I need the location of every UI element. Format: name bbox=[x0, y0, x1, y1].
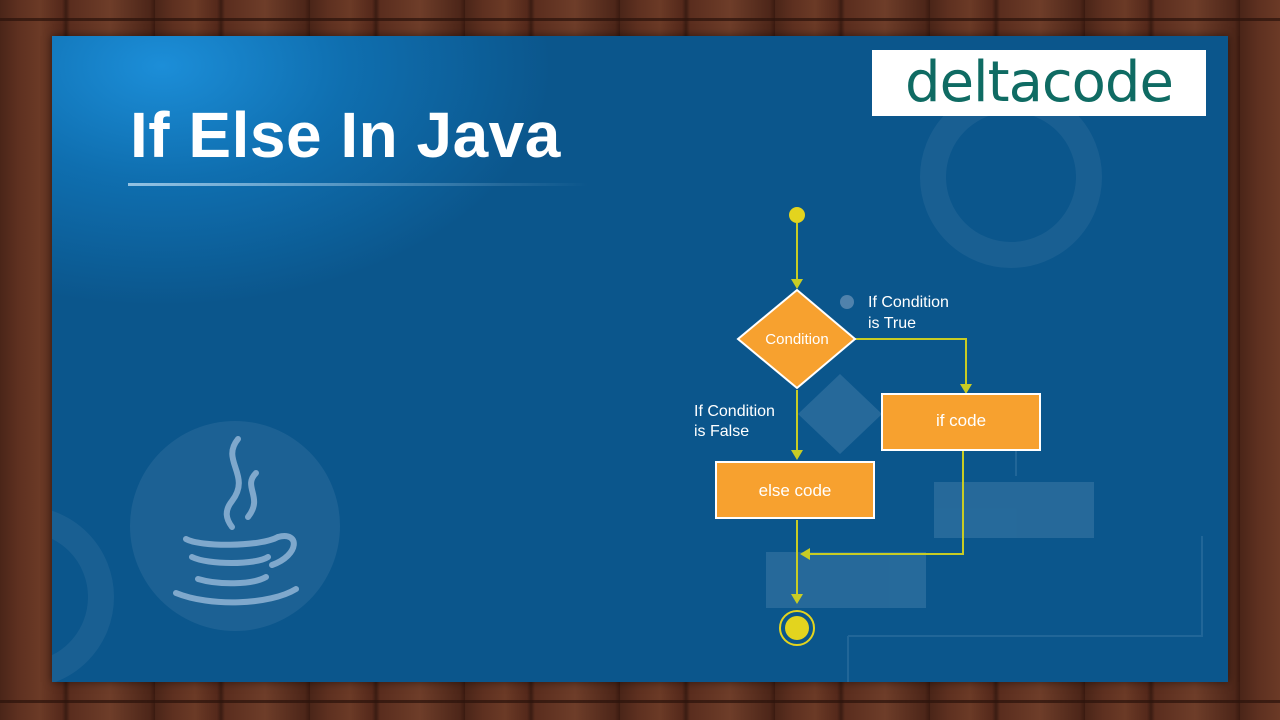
logo-text: deltacode bbox=[905, 50, 1174, 115]
true-branch-label-line1: If Condition bbox=[868, 294, 949, 311]
false-branch-label-line2: is False bbox=[694, 423, 749, 440]
decision-label: Condition bbox=[765, 331, 828, 348]
else-code-label: else code bbox=[759, 481, 832, 500]
wood-seam-top bbox=[0, 18, 1280, 21]
if-code-box bbox=[881, 393, 1041, 451]
arrowheads bbox=[791, 279, 972, 604]
flowchart: Condition If Condition is True If Condit… bbox=[694, 207, 1203, 682]
end-node-ring bbox=[779, 610, 815, 646]
true-branch-dot bbox=[840, 295, 854, 309]
start-node bbox=[789, 207, 805, 223]
slide: If Else In Java deltacode bbox=[52, 36, 1228, 682]
else-code-box bbox=[715, 461, 875, 519]
wood-seam-bottom bbox=[0, 700, 1280, 703]
title-underline bbox=[128, 183, 588, 186]
connector-lines bbox=[796, 223, 967, 598]
end-node bbox=[785, 616, 809, 640]
page-title: If Else In Java bbox=[130, 99, 561, 171]
logo: deltacode bbox=[872, 50, 1206, 116]
if-code-label: if code bbox=[936, 411, 986, 430]
decision-diamond bbox=[736, 288, 857, 390]
true-branch-label-line2: is True bbox=[868, 315, 916, 332]
false-branch-label-line1: If Condition bbox=[694, 403, 775, 420]
flowchart-shadow-echo bbox=[766, 374, 1094, 608]
java-coffee-cup-icon bbox=[173, 436, 299, 606]
